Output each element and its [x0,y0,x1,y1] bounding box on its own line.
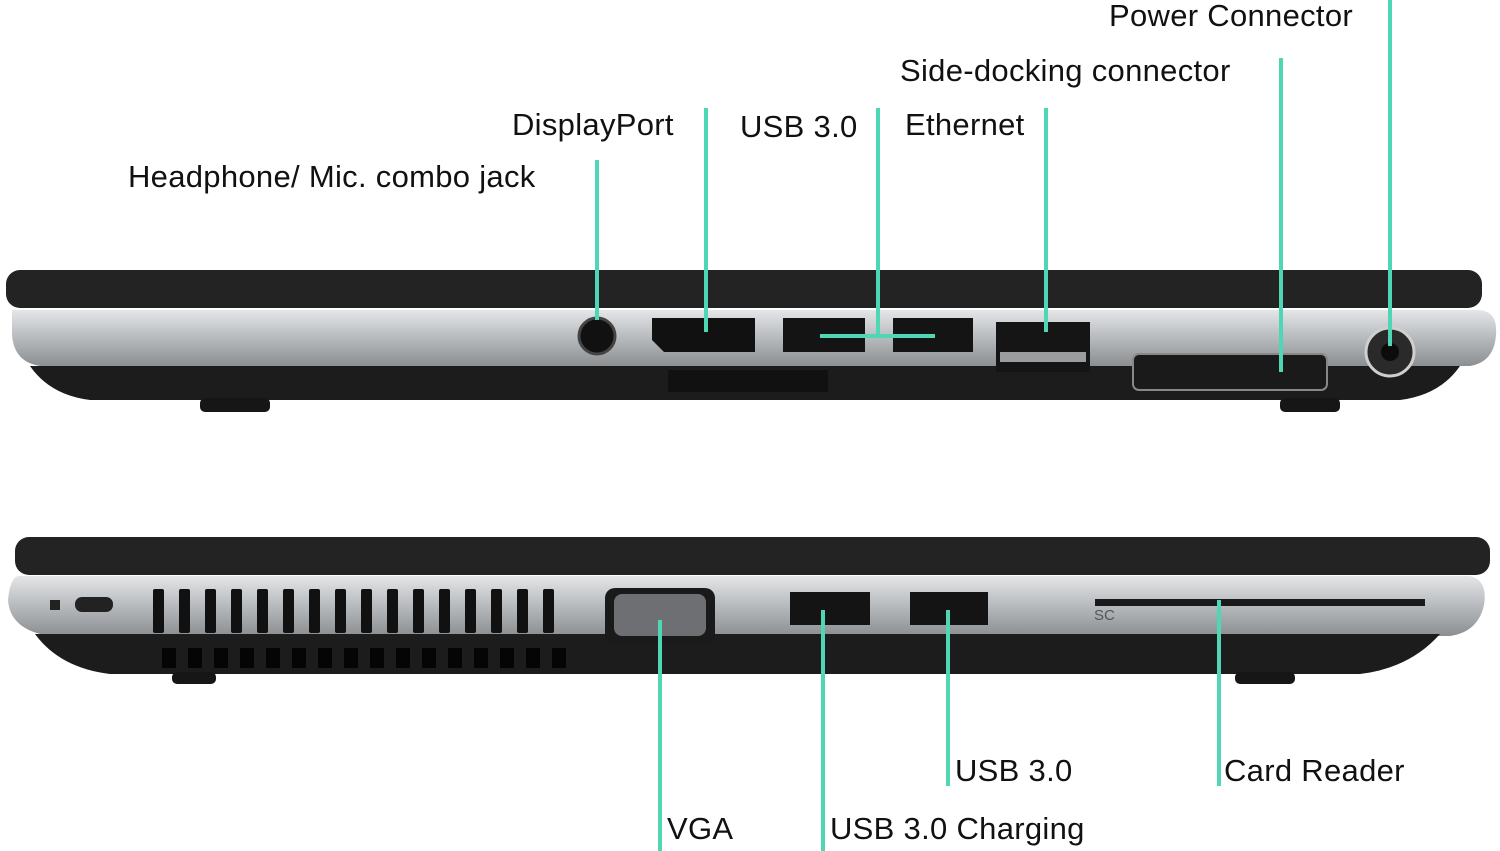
panel [668,370,828,392]
label-card-reader: Card Reader [1224,753,1405,788]
lower-vent-slot [214,648,228,668]
lower-vent-slot [500,648,514,668]
lower-vent-slot [474,648,488,668]
vent-slot [179,589,190,633]
leader-usb-charging [821,610,825,851]
label-displayport: DisplayPort [512,107,674,142]
card-slot-marking: SC [1094,607,1115,624]
laptop-right-side [6,270,1497,412]
lid [6,270,1482,308]
label-usb-bottom: USB 3.0 [955,753,1073,788]
vent-slot [465,589,476,633]
lower-vent-slot [240,648,254,668]
vent-slot [257,589,268,633]
lower-vent-slot [188,648,202,668]
lid [15,537,1490,575]
power-pin [1381,343,1399,361]
leader-side-docking [1279,58,1283,372]
label-power-connector: Power Connector [1109,0,1354,33]
lower-vent-slot [370,648,384,668]
base [35,634,1440,674]
leader-ethernet [1044,108,1048,332]
label-ethernet: Ethernet [905,107,1025,142]
vent-slot [153,589,164,633]
card-reader-slot [1095,599,1425,606]
lower-vent-slot [526,648,540,668]
lower-vent-slot [292,648,306,668]
label-vga: VGA [667,811,734,846]
leader-usb [876,108,880,336]
vent-slot [543,589,554,633]
vent-slot [283,589,294,633]
leader-card-reader [1217,600,1221,786]
vent-slot [439,589,450,633]
vent-slot [205,589,216,633]
lock-icon [50,600,60,610]
foot [1235,672,1295,684]
leader-headphone [595,160,599,320]
leader-power [1388,0,1392,346]
headphone-jack [577,316,617,356]
vent-slot [387,589,398,633]
lower-vent-slot [552,648,566,668]
lower-vent-slot [266,648,280,668]
vent-slot [231,589,242,633]
usb-charging-port [790,592,870,625]
leader-vga [658,620,662,851]
lower-vent-slot [318,648,332,668]
silver-band [8,576,1485,636]
lower-vent-slot [344,648,358,668]
docking-port [1132,353,1328,391]
label-usb-top: USB 3.0 [740,109,858,144]
ethernet-port [996,322,1090,372]
laptop-left-side [8,537,1490,684]
leader-usb-branch [820,334,935,338]
lower-vent-slot [162,648,176,668]
label-usb-charging: USB 3.0 Charging [830,811,1085,846]
vent-slot [491,589,502,633]
ethernet-latch [1000,352,1086,362]
lower-vent-slot [448,648,462,668]
foot [200,398,270,412]
vga-inner [614,594,706,636]
vent-slot [309,589,320,633]
label-side-docking: Side-docking connector [900,53,1231,88]
leader-usb-bottom [946,610,950,786]
vent-slot [517,589,528,633]
vents [153,589,566,668]
foot [1280,398,1340,412]
lower-vent-slot [422,648,436,668]
label-headphone: Headphone/ Mic. combo jack [128,159,536,194]
displayport-port [652,318,755,352]
vent-slot [413,589,424,633]
security-slot [75,597,113,612]
foot [172,672,216,684]
leader-displayport [704,108,708,332]
lower-vent-slot [396,648,410,668]
vent-slot [361,589,372,633]
vent-slot [335,589,346,633]
